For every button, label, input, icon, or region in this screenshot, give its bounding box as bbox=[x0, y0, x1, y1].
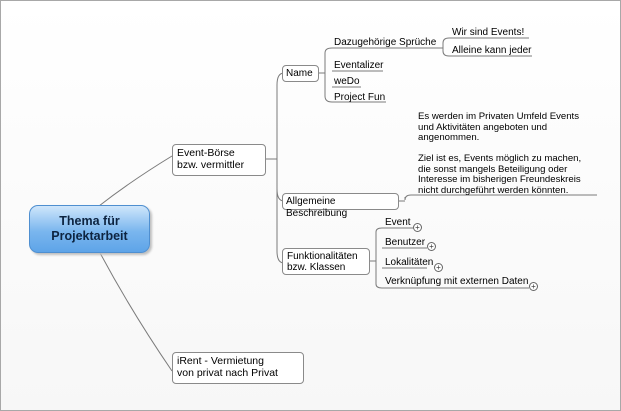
topic-event-boerse-line1: Event-Börse bbox=[177, 147, 235, 159]
beschreibung-paragraph-1: Es werden im Privaten Umfeld Events und … bbox=[418, 111, 580, 144]
topic-event-boerse[interactable]: Event-Börse bzw. vermittler bbox=[172, 144, 266, 176]
topic-event[interactable]: Event bbox=[385, 217, 411, 228]
topic-irent[interactable]: iRent - Vermietung von privat nach Priva… bbox=[172, 352, 304, 384]
beschreibung-text-line: die sonst mangels Beteiligung oder bbox=[418, 163, 568, 175]
topic-wir-sind-events[interactable]: Wir sind Events! bbox=[452, 27, 525, 38]
topic-alleine-kann-jeder[interactable]: Alleine kann jeder bbox=[452, 45, 532, 56]
topic-irent-line1: iRent - Vermietung bbox=[177, 355, 264, 367]
topic-event-boerse-line2: bzw. vermittler bbox=[177, 159, 245, 171]
beschreibung-text-line: Interesse im bisherigen Freundeskreis bbox=[418, 174, 581, 185]
expand-lokalitaeten-icon[interactable]: + bbox=[434, 263, 443, 272]
subtopic-funktionalitaeten-line1: Funktionalitäten bbox=[287, 251, 358, 262]
beschreibung-paragraph-2: Ziel ist es, Events möglich zu machen, d… bbox=[418, 153, 582, 196]
connector-root-branch2 bbox=[98, 250, 173, 372]
topic-eventalizer[interactable]: Eventalizer bbox=[334, 60, 384, 71]
subtopic-funktionalitaeten[interactable]: Funktionalitäten bzw. Klassen bbox=[282, 248, 370, 275]
topic-project-fun[interactable]: Project Fun bbox=[334, 92, 386, 103]
subtopic-allgemeine-beschreibung-label: Allgemeine Beschreibung bbox=[286, 196, 348, 219]
topic-irent-line2: von privat nach Privat bbox=[177, 367, 278, 379]
central-topic-line1: Thema für bbox=[59, 214, 120, 228]
topic-benutzer[interactable]: Benutzer bbox=[385, 237, 426, 248]
topic-wedo[interactable]: weDo bbox=[334, 76, 360, 87]
subtopic-allgemeine-beschreibung[interactable]: Allgemeine Beschreibung bbox=[282, 193, 399, 219]
central-topic[interactable]: Thema für Projektarbeit bbox=[29, 205, 150, 253]
underline-alleine-kann-jeder bbox=[442, 50, 532, 57]
subtopic-funktionalitaeten-line2: bzw. Klassen bbox=[287, 262, 346, 273]
beschreibung-text-line: nicht durchgeführt werden könnten. bbox=[418, 184, 569, 196]
expand-benutzer-icon[interactable]: + bbox=[427, 242, 436, 251]
beschreibung-text-line: Ziel ist es, Events möglich zu machen, bbox=[418, 153, 582, 164]
central-topic-line2: Projektarbeit bbox=[51, 229, 128, 243]
expand-event-icon[interactable]: + bbox=[413, 223, 422, 232]
beschreibung-text-line: und Aktivitäten angeboten und bbox=[418, 121, 548, 133]
topic-lokalitaeten[interactable]: Lokalitäten bbox=[385, 257, 434, 268]
topic-dazugehoerige-sprueche[interactable]: Dazugehörige Sprüche bbox=[334, 37, 437, 48]
underline-wir-sind-events bbox=[442, 37, 529, 44]
beschreibung-text-line: angenommen. bbox=[418, 132, 480, 143]
connector-root-branch1 bbox=[98, 155, 173, 207]
subtopic-name-label: Name bbox=[286, 68, 313, 79]
subtopic-name[interactable]: Name bbox=[282, 65, 319, 82]
topic-verknuepfung[interactable]: Verknüpfung mit externen Daten bbox=[385, 276, 529, 287]
underline-beschreibung-text bbox=[404, 194, 597, 201]
expand-verknuepfung-icon[interactable]: + bbox=[529, 282, 538, 291]
beschreibung-text-line: Es werden im Privaten Umfeld Events bbox=[418, 111, 580, 122]
